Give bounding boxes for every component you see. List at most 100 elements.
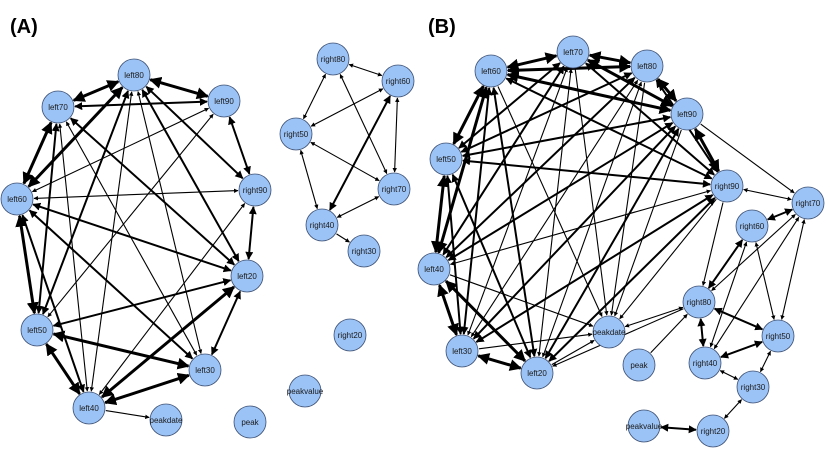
panel-b-nodes: left70 left80 left60 left90 left50 right90 rig…	[417, 35, 825, 448]
node-circle	[207, 84, 241, 118]
edge-peak-right80	[650, 313, 688, 354]
node-circle	[696, 414, 730, 448]
edge-right50-right40	[720, 340, 763, 359]
node-label: peakdate	[150, 416, 183, 425]
panel-a-nodes: left80left70left90left60right90left20lef…	[0, 42, 415, 439]
node-peakdate: peakdate	[149, 403, 183, 437]
node-label: left40	[424, 265, 444, 274]
node-circle	[791, 186, 825, 220]
node-left60: left60	[474, 54, 508, 88]
edge-left90-right70	[700, 123, 795, 194]
node-label: left60	[481, 67, 501, 76]
node-circle	[736, 370, 770, 404]
node-peakvalue: peakvalue	[287, 374, 324, 408]
edge-right70-right60	[766, 208, 794, 221]
node-right20: right20	[333, 318, 367, 352]
node-circle	[41, 90, 75, 124]
edge-left70-left60	[506, 52, 558, 71]
node-circle	[149, 403, 183, 437]
node-circle	[288, 374, 322, 408]
node-label: left80	[124, 71, 144, 80]
edge-right60-right70	[392, 97, 400, 173]
node-circle	[72, 391, 106, 425]
node-left90: left90	[670, 97, 704, 131]
node-label: right30	[741, 383, 766, 392]
edge-left70-left80	[588, 51, 632, 67]
edge-right70-right40	[336, 196, 380, 218]
edge-right90-left20	[548, 197, 716, 362]
edge-right60-right40	[709, 241, 748, 348]
node-left20: left20	[520, 356, 554, 390]
panel-b-edges	[431, 51, 806, 434]
edge-left60-right90	[33, 188, 239, 201]
node-right70: right70	[791, 186, 825, 220]
node-circle	[238, 173, 272, 207]
panel-b-label: (B)	[428, 16, 456, 38]
node-label: peakvalue	[626, 422, 663, 431]
edge-right90-right70	[743, 188, 792, 201]
panel-a-label: (A)	[10, 16, 38, 38]
node-circle	[417, 252, 451, 286]
node-circle	[735, 209, 769, 243]
edge-right30-right20	[723, 399, 743, 419]
node-circle	[592, 315, 626, 349]
edge-right50-right70	[310, 141, 380, 182]
edge-left60-peakdate	[497, 86, 603, 317]
node-circle	[233, 405, 267, 439]
node-label: left80	[637, 62, 657, 71]
node-left50: left50	[429, 142, 463, 176]
node-right80: right80	[316, 42, 350, 76]
edge-right80-right60	[348, 63, 383, 77]
node-label: left90	[677, 110, 697, 119]
node-circle	[20, 313, 54, 347]
node-label: left30	[452, 347, 472, 356]
edge-left20-left50	[52, 278, 232, 328]
node-circle	[117, 58, 151, 92]
edge-left30-left20	[477, 353, 522, 371]
edge-left20-peakdate	[551, 339, 595, 366]
node-label: left40	[79, 404, 99, 413]
edge-right40-right30	[719, 370, 739, 380]
edge-left70-left90	[74, 97, 208, 111]
edge-right80-right40	[697, 318, 707, 347]
node-circle	[381, 64, 415, 98]
node-left20: left20	[230, 259, 264, 293]
node-circle	[316, 42, 350, 76]
node-circle	[710, 169, 744, 203]
node-circle	[670, 97, 704, 131]
node-right70: right70	[377, 172, 411, 206]
node-circle	[520, 356, 554, 390]
node-label: right60	[386, 77, 411, 86]
node-right30: right30	[347, 234, 381, 268]
edge-right60-right50	[310, 88, 384, 127]
edge-right80-right50	[713, 307, 764, 331]
node-label: right90	[243, 186, 268, 195]
node-left30: left30	[188, 353, 222, 387]
edge-left50-left40	[45, 343, 81, 395]
node-left70: left70	[556, 35, 590, 69]
node-label: right40	[310, 221, 335, 230]
node-right40: right40	[688, 346, 722, 380]
node-left80: left80	[630, 49, 664, 83]
edge-right70-right50	[780, 219, 806, 320]
node-label: right90	[715, 182, 740, 191]
node-label: left20	[237, 272, 257, 281]
node-right50: right50	[761, 319, 795, 353]
node-right30: right30	[736, 370, 770, 404]
node-circle	[761, 319, 795, 353]
node-right80: right80	[682, 285, 716, 319]
node-label: right80	[321, 55, 346, 64]
edge-left90-right90	[693, 127, 721, 173]
edge-left50-left40	[431, 174, 449, 254]
node-label: peakvalue	[287, 387, 324, 396]
edge-left40-peakdate	[105, 410, 150, 419]
edge-right40-right30	[336, 233, 350, 243]
node-label: right50	[766, 332, 791, 341]
node-circle	[230, 259, 264, 293]
node-left80: left80	[117, 58, 151, 92]
node-left90: left90	[207, 84, 241, 118]
node-label: right30	[352, 247, 377, 256]
node-circle	[630, 49, 664, 83]
edge-right90-left40	[449, 189, 712, 266]
